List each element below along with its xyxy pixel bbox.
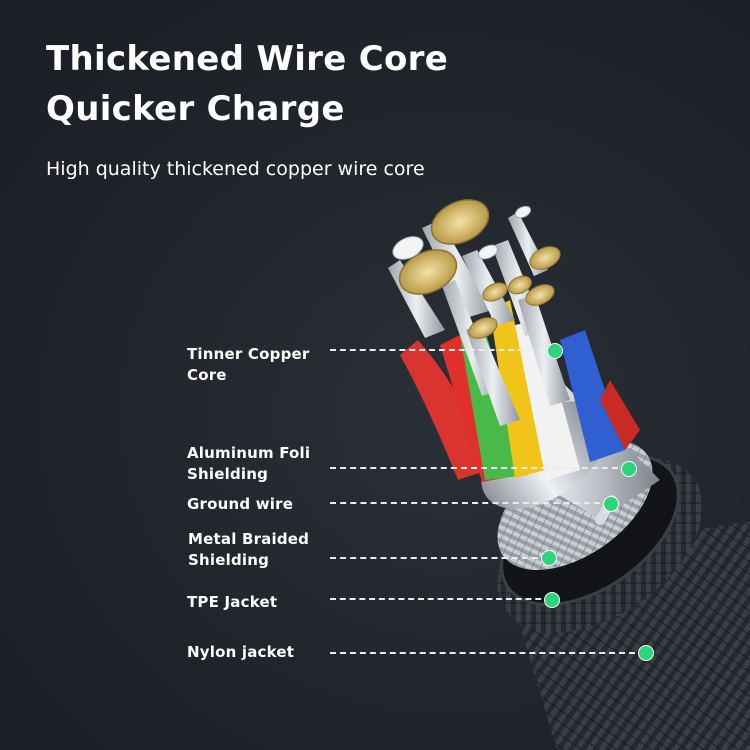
callout-label-metal-braided-shielding: Metal Braided Shielding — [188, 530, 310, 569]
headline-line-2: Quicker Charge — [46, 89, 345, 129]
callout-leader-line — [330, 502, 610, 504]
tinned-copper-ends — [392, 199, 561, 339]
headline-line-1: Thickened Wire Core — [46, 39, 449, 79]
callout-marker — [547, 343, 563, 359]
callout-label-tinner-copper-core: Tinner Copper Core — [187, 345, 310, 384]
callout-leader-line — [330, 557, 548, 559]
callout-marker — [541, 550, 557, 566]
callout-leader-line — [330, 349, 554, 351]
callout-marker — [638, 645, 654, 661]
callout-label-aluminum-foil-shielding: Aluminum Foli Shielding — [187, 444, 311, 483]
callout-marker — [603, 496, 619, 512]
callout-label-tpe-jacket: TPE Jacket — [187, 593, 278, 611]
callout-marker — [621, 461, 637, 477]
subtitle: High quality thickened copper wire core — [46, 158, 425, 180]
callout-leader-line — [330, 652, 645, 654]
callout-leader-line — [330, 467, 628, 469]
callout-marker — [544, 592, 560, 608]
callout-label-ground-wire: Ground wire — [187, 495, 294, 513]
callout-label-nylon-jacket: Nylon jacket — [187, 643, 295, 661]
callout-leader-line — [330, 598, 551, 600]
headline: Thickened Wire Core Quicker Charge — [46, 34, 448, 134]
